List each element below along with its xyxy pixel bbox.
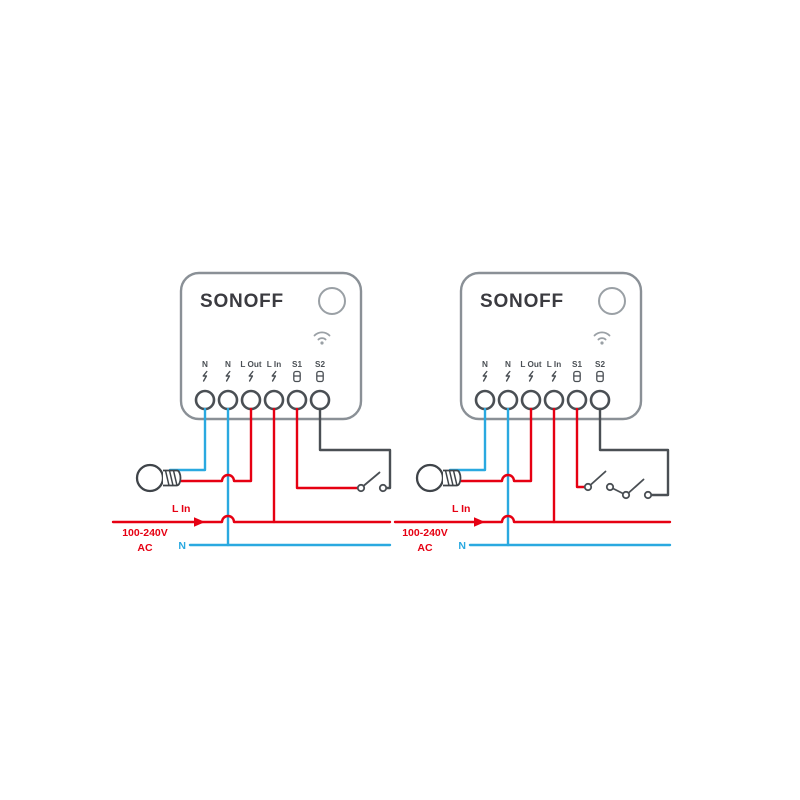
line-in-label: L In (452, 503, 470, 515)
line-in-label: L In (172, 503, 190, 515)
ac-label: AC (417, 542, 433, 554)
wall-switch-2 (621, 478, 653, 500)
wire-s1-to-switch (575, 407, 586, 489)
panel-dual-switch: L In 100-240V AC N (393, 271, 672, 554)
wire-lout-to-bulb (179, 407, 253, 483)
panel-single-switch: L In 100-240V AC N (111, 271, 392, 554)
voltage-label: 100-240V (122, 527, 168, 539)
wire-lout-to-bulb (459, 407, 533, 483)
current-direction-arrow (194, 517, 205, 527)
live-bus-line (393, 514, 672, 524)
ac-label: AC (137, 542, 153, 554)
wire-neutral-to-bulb (168, 407, 207, 472)
wall-switch-1 (583, 470, 615, 492)
wall-switch (356, 471, 388, 493)
wire-neutral-to-bulb (448, 407, 487, 472)
sonoff-device-left (179, 271, 363, 421)
neutral-label: N (458, 540, 466, 552)
wire-s1-to-switch (295, 407, 359, 490)
wire-s2-to-switch (318, 407, 392, 490)
current-direction-arrow (474, 517, 485, 527)
switch-link-wire (612, 487, 624, 495)
wire-s2-to-switch (598, 407, 670, 497)
sonoff-device-right (459, 271, 643, 421)
live-bus-line (111, 514, 392, 524)
voltage-label: 100-240V (402, 527, 448, 539)
neutral-label: N (178, 540, 186, 552)
